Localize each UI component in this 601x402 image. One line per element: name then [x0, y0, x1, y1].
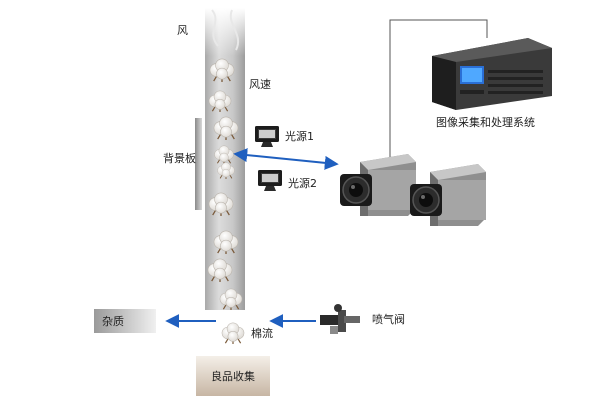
- imaging-arrow: [233, 148, 339, 170]
- floodlight-icon: [255, 126, 279, 147]
- image-system-label: 图像采集和处理系统: [436, 116, 535, 129]
- good-collection-label: 良品收集: [211, 369, 255, 383]
- light-source-2-label: 光源2: [288, 177, 317, 190]
- impurities-bin: 杂质: [94, 309, 156, 333]
- camera-server-connection: [389, 19, 488, 165]
- wind-label: 风: [177, 24, 188, 37]
- industrial-camera-icon: [339, 153, 417, 217]
- industrial-camera-icon: [409, 163, 487, 227]
- floodlight-icon: [258, 170, 282, 191]
- air-valve-icon: [320, 304, 360, 334]
- impurities-label: 杂质: [102, 314, 124, 328]
- light-source-1-label: 光源1: [285, 130, 314, 143]
- background-board: [195, 118, 202, 210]
- rack-server-icon: [432, 38, 552, 110]
- air-valve-label: 喷气阀: [372, 313, 405, 326]
- wind-speed-label: 风速: [249, 78, 271, 91]
- good-product-bin: 良品收集: [196, 356, 270, 396]
- cotton-flow-label: 棉流: [251, 327, 273, 340]
- cotton-boll-icon: [221, 322, 245, 344]
- background-board-label: 背景板: [163, 152, 196, 165]
